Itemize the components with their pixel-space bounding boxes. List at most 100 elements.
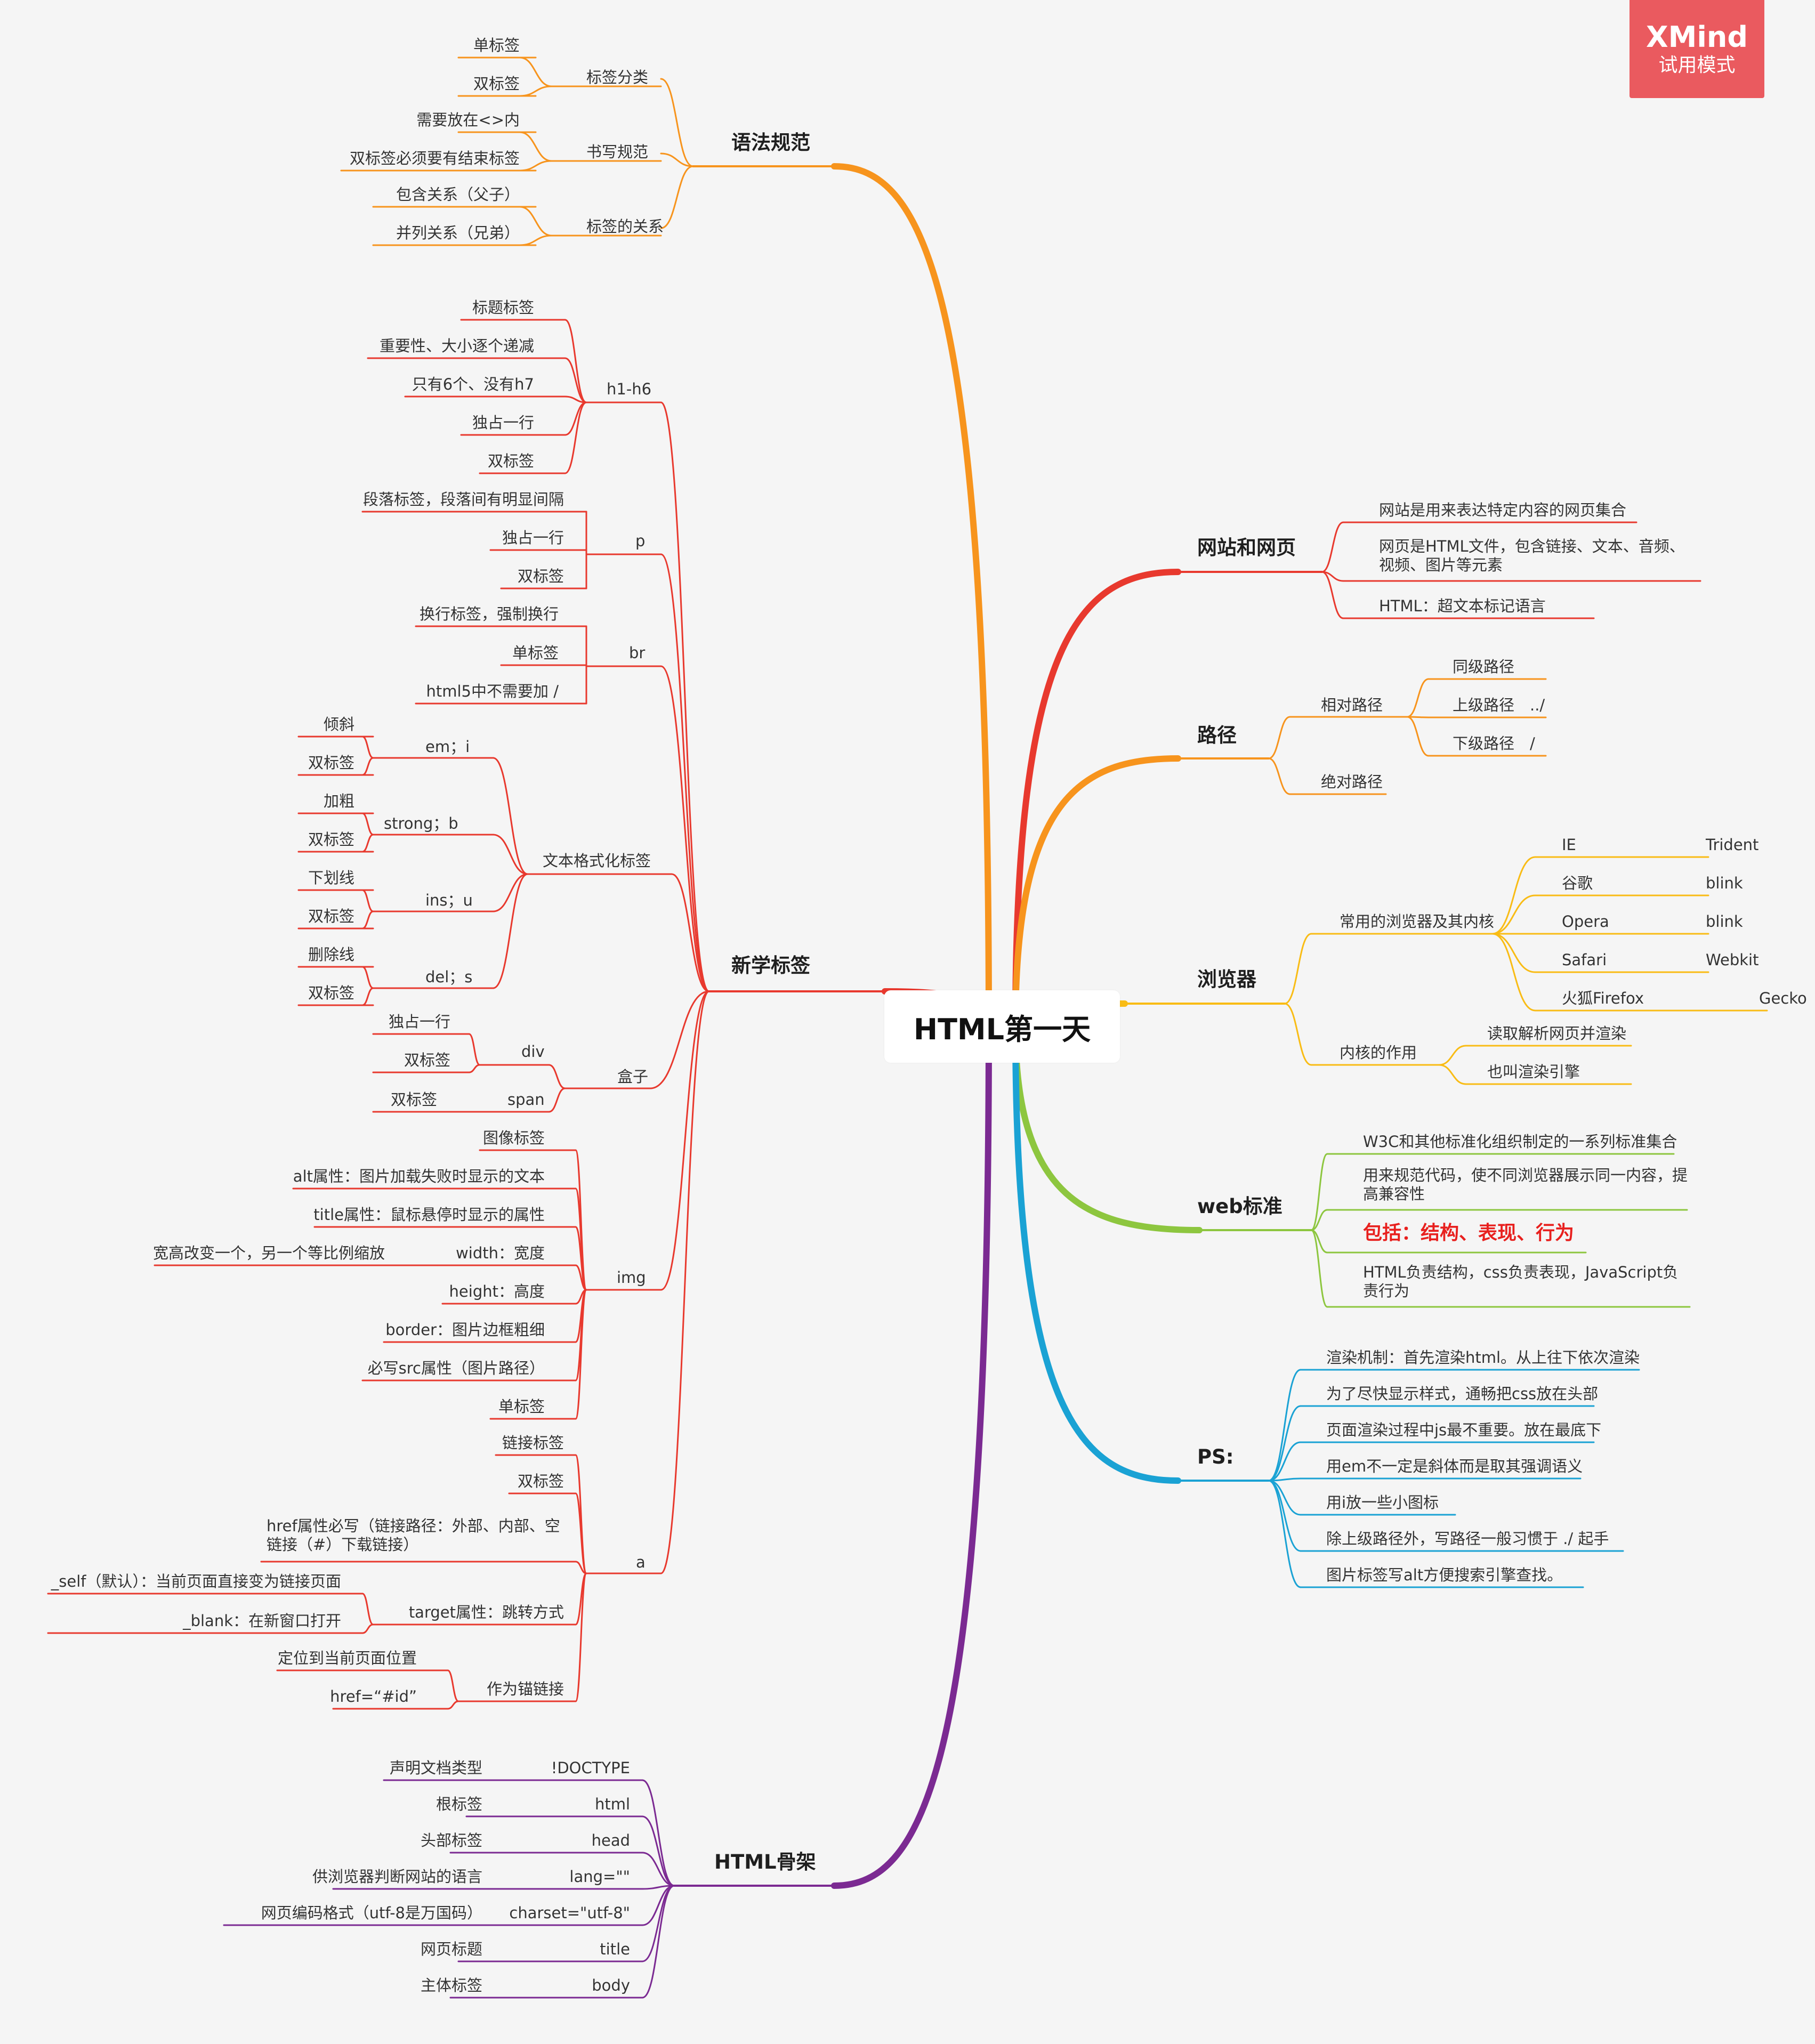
- box-item[interactable]: 双标签: [404, 1051, 450, 1069]
- tag-item[interactable]: 独占一行: [502, 529, 564, 547]
- browser-name[interactable]: Opera: [1562, 912, 1609, 931]
- skeleton-desc[interactable]: 网页标题: [420, 1940, 482, 1958]
- branch-grammar[interactable]: 语法规范: [731, 131, 810, 154]
- grammar-item[interactable]: 需要放在<>内: [416, 111, 520, 129]
- grammar-item[interactable]: 双标签必须要有结束标签: [349, 149, 520, 167]
- grammar-group[interactable]: 书写规范: [586, 143, 649, 161]
- browser-kernel[interactable]: 内核的作用: [1340, 1044, 1417, 1062]
- img-item[interactable]: 单标签: [498, 1397, 545, 1416]
- a-item[interactable]: href属性必写（链接路径：外部、内部、空链接（#）下载链接）: [267, 1517, 560, 1554]
- skeleton-tag[interactable]: charset="utf-8": [509, 1904, 630, 1922]
- browser-name[interactable]: IE: [1562, 836, 1576, 854]
- format-subgroup[interactable]: ins；u: [425, 891, 473, 909]
- tag-group[interactable]: br: [629, 644, 646, 662]
- web-item[interactable]: W3C和其他标准化组织制定的一系列标准集合: [1363, 1133, 1677, 1151]
- kernel-item[interactable]: 也叫渲染引擎: [1487, 1063, 1580, 1081]
- tag-item[interactable]: 段落标签，段落间有明显间隔: [362, 490, 564, 508]
- skeleton-tag[interactable]: body: [592, 1976, 630, 1994]
- tag-item[interactable]: 双标签: [517, 567, 564, 585]
- box-div[interactable]: div: [521, 1043, 545, 1061]
- browser-name[interactable]: 谷歌: [1562, 874, 1593, 892]
- format-item[interactable]: 删除线: [308, 946, 354, 964]
- skeleton-desc[interactable]: 网页编码格式（utf-8是万国码）: [261, 1904, 482, 1922]
- a-anchor[interactable]: 作为锚链接: [486, 1680, 564, 1698]
- img-item[interactable]: border：图片边框粗细: [385, 1321, 545, 1339]
- a-target-item[interactable]: _blank：在新窗口打开: [183, 1612, 341, 1630]
- web-item[interactable]: 用来规范代码，使不同浏览器展示同一内容，提高兼容性: [1363, 1166, 1688, 1203]
- path-absolute[interactable]: 绝对路径: [1321, 773, 1383, 791]
- tag-group[interactable]: a: [636, 1553, 646, 1571]
- skeleton-desc[interactable]: 主体标签: [420, 1976, 482, 1994]
- img-width-note[interactable]: 宽高改变一个，另一个等比例缩放: [152, 1244, 385, 1262]
- format-item[interactable]: 下划线: [308, 869, 354, 887]
- ps-item[interactable]: 除上级路径外，写路径一般习惯于 ./ 起手: [1326, 1530, 1609, 1548]
- branch-new-tags[interactable]: 新学标签: [731, 954, 810, 977]
- ps-item[interactable]: 渲染机制：首先渲染html。从上往下依次渲染: [1326, 1348, 1640, 1367]
- ps-item[interactable]: 用i放一些小图标: [1326, 1493, 1439, 1512]
- img-item[interactable]: height：高度: [449, 1282, 545, 1300]
- box-item[interactable]: 双标签: [390, 1090, 437, 1109]
- grammar-item[interactable]: 双标签: [473, 75, 520, 93]
- format-item[interactable]: 双标签: [308, 830, 354, 849]
- tag-group[interactable]: h1-h6: [607, 380, 652, 398]
- tag-item[interactable]: 换行标签，强制换行: [419, 605, 559, 623]
- tag-item[interactable]: html5中不需要加 /: [426, 682, 559, 700]
- a-item[interactable]: 双标签: [517, 1472, 564, 1490]
- grammar-item[interactable]: 单标签: [473, 36, 520, 54]
- browser-engine[interactable]: blink: [1706, 912, 1743, 931]
- site-item[interactable]: 网站是用来表达特定内容的网页集合: [1379, 501, 1627, 519]
- browser-common[interactable]: 常用的浏览器及其内核: [1340, 912, 1495, 931]
- skeleton-tag[interactable]: html: [594, 1795, 630, 1813]
- path-item[interactable]: 上级路径: [1453, 696, 1515, 714]
- ps-item[interactable]: 用em不一定是斜体而是取其强调语义: [1326, 1457, 1583, 1475]
- branch-ps[interactable]: PS:: [1197, 1445, 1234, 1468]
- tag-group[interactable]: 盒子: [617, 1068, 649, 1086]
- branch-path[interactable]: 路径: [1197, 724, 1237, 747]
- format-item[interactable]: 双标签: [308, 754, 354, 772]
- tag-item[interactable]: 单标签: [512, 644, 559, 662]
- skeleton-tag[interactable]: !DOCTYPE: [551, 1759, 630, 1777]
- grammar-item[interactable]: 包含关系（父子）: [396, 185, 520, 204]
- web-highlight[interactable]: 包括：结构、表现、行为: [1363, 1222, 1575, 1244]
- browser-engine[interactable]: Webkit: [1706, 951, 1759, 969]
- a-anchor-item[interactable]: 定位到当前页面位置: [277, 1649, 417, 1667]
- format-item[interactable]: 双标签: [308, 984, 354, 1002]
- browser-engine[interactable]: blink: [1706, 874, 1743, 892]
- skeleton-tag[interactable]: lang="": [569, 1868, 630, 1886]
- skeleton-desc[interactable]: 供浏览器判断网站的语言: [312, 1868, 482, 1886]
- img-item[interactable]: width：宽度: [456, 1244, 545, 1262]
- img-item[interactable]: 图像标签: [482, 1129, 545, 1147]
- path-relative[interactable]: 相对路径: [1321, 696, 1383, 714]
- skeleton-tag[interactable]: title: [600, 1940, 630, 1958]
- ps-item[interactable]: 图片标签写alt方便搜索引擎查找。: [1326, 1566, 1563, 1584]
- a-anchor-item[interactable]: href=“#id”: [330, 1687, 417, 1706]
- tag-item[interactable]: 只有6个、没有h7: [412, 375, 534, 393]
- format-subgroup[interactable]: del；s: [425, 968, 473, 986]
- a-target[interactable]: target属性：跳转方式: [408, 1603, 564, 1621]
- img-item[interactable]: title属性：鼠标悬停时显示的属性: [313, 1206, 545, 1224]
- ps-item[interactable]: 为了尽快显示样式，通畅把css放在头部: [1326, 1385, 1599, 1403]
- format-item[interactable]: 倾斜: [323, 715, 354, 733]
- path-item[interactable]: 同级路径: [1453, 658, 1515, 676]
- path-symbol[interactable]: /: [1530, 734, 1535, 753]
- branch-site[interactable]: 网站和网页: [1197, 536, 1296, 559]
- skeleton-desc[interactable]: 根标签: [435, 1795, 482, 1813]
- skeleton-desc[interactable]: 声明文档类型: [389, 1759, 482, 1777]
- browser-name[interactable]: 火狐Firefox: [1562, 989, 1644, 1007]
- site-item[interactable]: HTML：超文本标记语言: [1379, 597, 1546, 615]
- root-topic[interactable]: HTML第一天: [884, 990, 1120, 1063]
- branch-web[interactable]: web标准: [1197, 1195, 1282, 1218]
- tag-group[interactable]: img: [617, 1269, 646, 1287]
- tag-item[interactable]: 重要性、大小逐个递减: [379, 337, 534, 355]
- box-item[interactable]: 独占一行: [388, 1013, 450, 1031]
- ps-item[interactable]: 页面渲染过程中js最不重要。放在最底下: [1326, 1421, 1602, 1439]
- format-item[interactable]: 双标签: [308, 907, 354, 925]
- browser-engine[interactable]: Gecko: [1759, 989, 1807, 1007]
- web-item[interactable]: HTML负责结构，css负责表现，JavaScript负责行为: [1363, 1263, 1679, 1300]
- a-target-item[interactable]: _self（默认）：当前页面直接变为链接页面: [51, 1572, 341, 1590]
- skeleton-tag[interactable]: head: [591, 1831, 630, 1849]
- box-span[interactable]: span: [507, 1090, 545, 1109]
- format-item[interactable]: 加粗: [323, 792, 354, 810]
- tag-group[interactable]: p: [635, 532, 646, 550]
- format-subgroup[interactable]: strong；b: [384, 814, 458, 833]
